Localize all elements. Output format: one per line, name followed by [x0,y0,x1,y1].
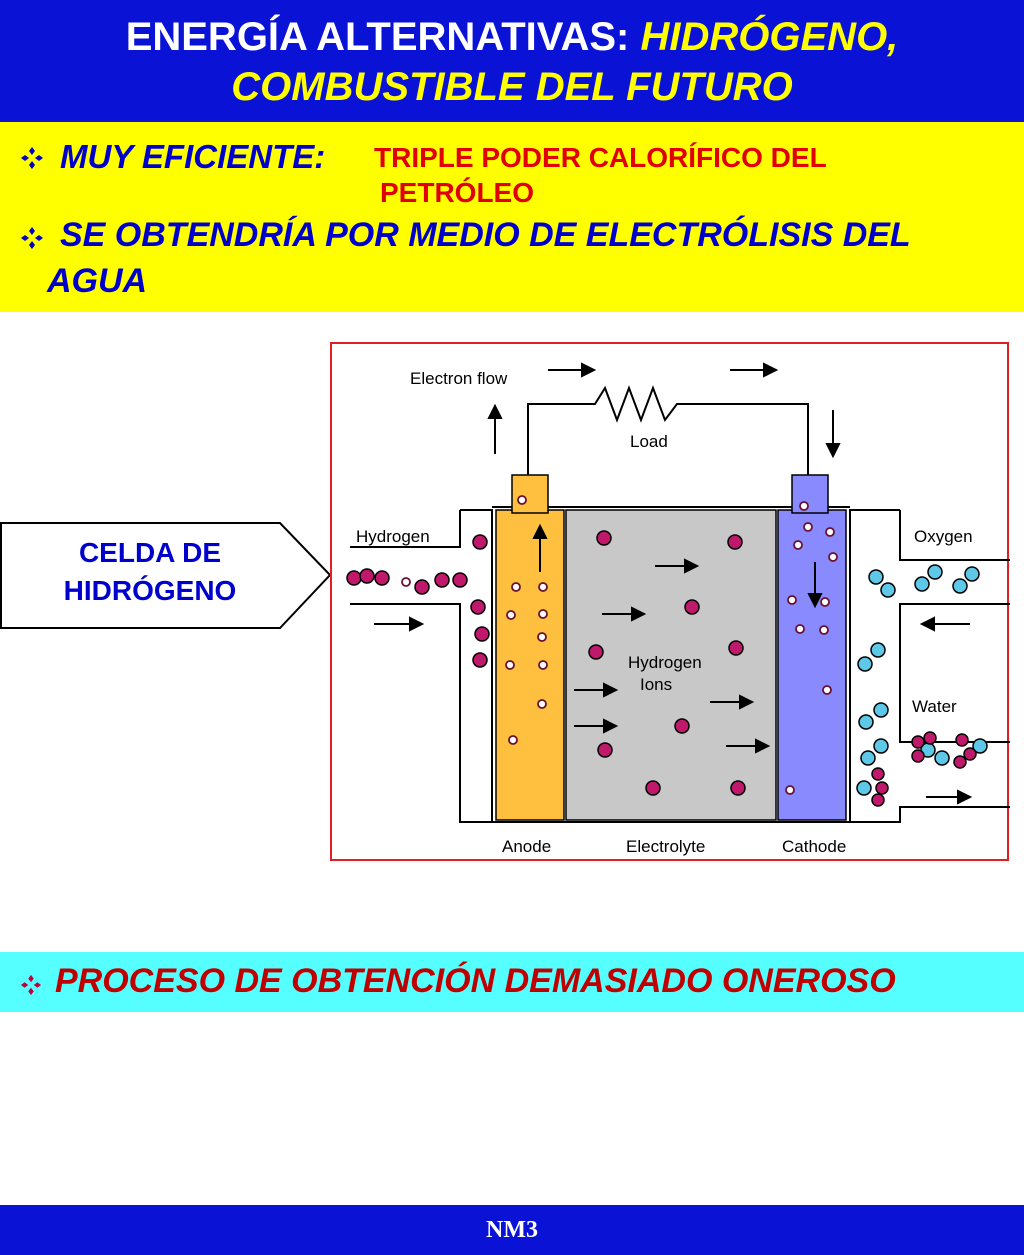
title-banner: ENERGÍA ALTERNATIVAS: HIDRÓGENO, COMBUST… [0,0,1024,122]
hydrogen-ions-label-2: Ions [640,675,672,694]
hydrogen-label: Hydrogen [356,527,430,546]
bullet-electrolysis-line-1: SE OBTENDRÍA POR MEDIO DE ELECTRÓLISIS D… [60,216,911,254]
bullet-electrolysis-line-2: AGUA [47,262,148,300]
callout-arrow-shape [0,522,332,629]
hydrogen-ions-label-1: Hydrogen [628,653,702,672]
electrolyte-region [565,509,777,821]
triple-text: TRIPLE [374,142,474,173]
diamond-bullet-icon [21,147,43,169]
load-label: Load [630,432,668,451]
electron-flow-label: Electron flow [410,369,508,388]
bottom-bullet-panel: PROCESO DE OBTENCIÓN DEMASIADO ONEROSO [0,952,1024,1012]
bullets-panel: MUY EFICIENTE: TRIPLE PODER CALORÍFICO D… [0,122,1024,312]
title-line-2: COMBUSTIBLE DEL FUTURO [231,65,793,109]
footer-bar: NM3 [0,1205,1024,1255]
cathode-label: Cathode [782,837,846,856]
bullet-efficient-label: MUY EFICIENTE: [60,138,326,175]
title-highlight: HIDRÓGENO, [640,15,899,59]
water-label: Water [912,697,957,716]
bottom-bullet-text: PROCESO DE OBTENCIÓN DEMASIADO ONEROSO [55,962,896,1000]
title-main: ENERGÍA ALTERNATIVAS: [125,15,641,59]
calorific-text: PODER CALORÍFICO DEL [473,142,827,173]
bullet-efficient-detail-2: PETRÓLEO [380,177,535,208]
electrolyte-label: Electrolyte [626,837,705,856]
title-line-1: ENERGÍA ALTERNATIVAS: HIDRÓGENO, [0,12,1024,62]
electron-arrows [487,362,841,459]
bullet-efficient-detail: TRIPLE PODER CALORÍFICO DEL [374,142,827,174]
water-molecules [871,731,977,807]
cathode-plate [777,509,847,821]
diamond-bullet-icon [20,974,42,996]
hydrogen-molecules [346,530,746,796]
callout-line-1: CELDA DE [78,537,222,568]
callout-hydrogen-cell: CELDA DE HIDRÓGENO [0,522,334,635]
diamond-bullet-icon [21,227,43,249]
callout-line-2: HIDRÓGENO [63,575,237,606]
flow-arrows [374,523,973,805]
electron-dots [401,495,838,795]
oxygen-molecules [856,564,988,796]
fuel-cell-diagram: Electron flow Load Hydrogen Oxygen Hydro… [330,342,1010,861]
callout-label: CELDA DE HIDRÓGENO [0,534,300,610]
footer-label: NM3 [486,1217,538,1243]
anode-label: Anode [502,837,551,856]
oxygen-label: Oxygen [914,527,973,546]
